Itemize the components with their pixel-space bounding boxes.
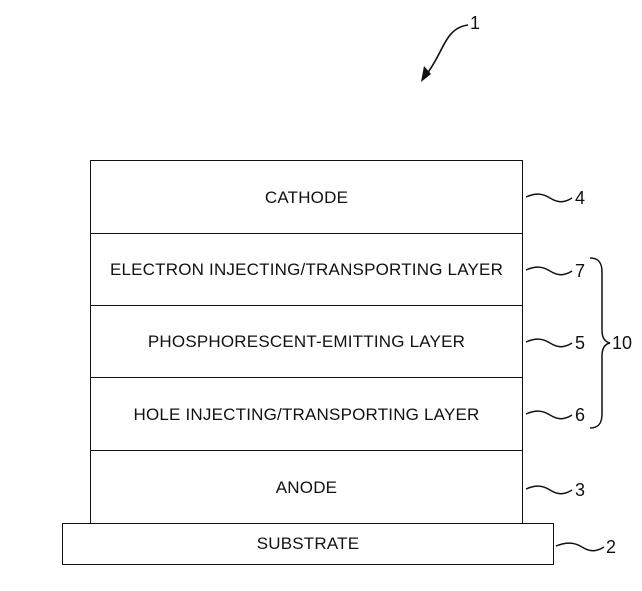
hole-layer-label: HOLE INJECTING/TRANSPORTING LAYER <box>133 405 479 425</box>
electron-layer-ref-number: 7 <box>575 262 585 280</box>
cathode-ref-number: 4 <box>575 189 585 207</box>
cathode-label: CATHODE <box>265 188 348 208</box>
anode-ref-number: 3 <box>575 481 585 499</box>
hole-layer-ref-number: 6 <box>575 406 585 424</box>
substrate-layer: SUBSTRATE <box>62 523 554 565</box>
hole-injecting-transporting-layer: HOLE INJECTING/TRANSPORTING LAYER <box>90 377 523 452</box>
leader-hole <box>526 411 572 419</box>
emitting-layer-ref-number: 5 <box>575 334 585 352</box>
anode-label: ANODE <box>276 478 337 498</box>
emitting-layer-label: PHOSPHORESCENT-EMITTING LAYER <box>148 332 465 352</box>
leader-emitting <box>526 339 572 347</box>
substrate-label: SUBSTRATE <box>257 534 360 554</box>
electron-injecting-transporting-layer: ELECTRON INJECTING/TRANSPORTING LAYER <box>90 233 523 307</box>
leader-cathode <box>526 194 572 202</box>
figure-arrow <box>424 25 468 78</box>
anode-layer: ANODE <box>90 450 523 525</box>
leader-anode <box>526 486 572 494</box>
figure-ref-number: 1 <box>470 14 480 32</box>
group-bracket <box>590 258 610 428</box>
leader-electron <box>526 267 572 275</box>
leader-substrate <box>556 543 604 551</box>
cathode-layer: CATHODE <box>90 160 523 235</box>
phosphorescent-emitting-layer: PHOSPHORESCENT-EMITTING LAYER <box>90 305 523 379</box>
group-ref-number: 10 <box>612 334 632 352</box>
substrate-ref-number: 2 <box>606 538 616 556</box>
electron-layer-label: ELECTRON INJECTING/TRANSPORTING LAYER <box>110 260 503 280</box>
figure-arrow-head <box>421 66 431 82</box>
